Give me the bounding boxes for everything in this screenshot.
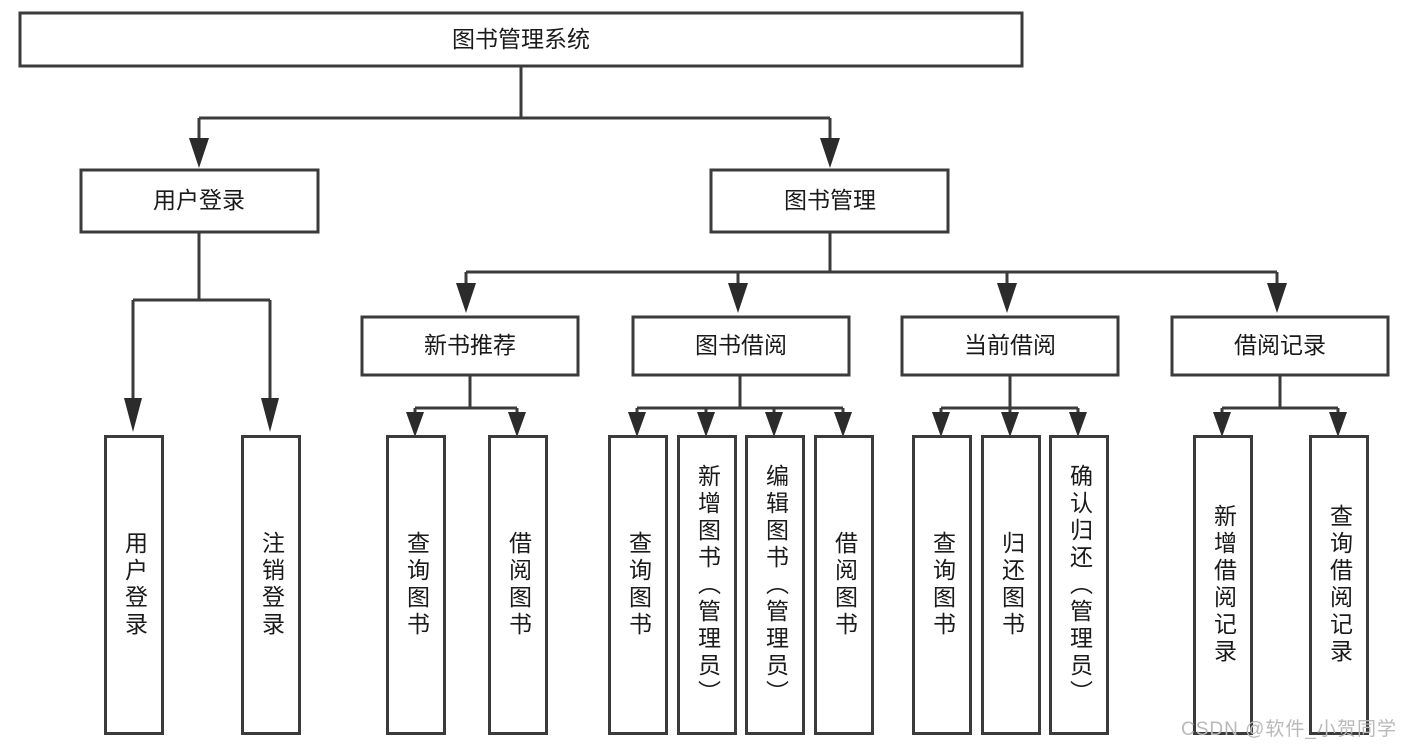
arrowhead-current-borrow <box>997 283 1017 313</box>
arrowhead-bb-edit-book <box>765 412 783 437</box>
node-box-book-borrow[interactable] <box>631 315 851 377</box>
leaf-box-cb-return-book[interactable]: 归还图书 <box>981 435 1041 735</box>
leaf-box-bb-query-book[interactable]: 查询图书 <box>608 435 668 735</box>
node-box-root[interactable] <box>18 11 1024 68</box>
connector-group-user-login <box>124 232 279 432</box>
node-label-current-borrow: 当前借阅 <box>964 332 1056 358</box>
connector-group-book-manage <box>456 232 1287 313</box>
node-label-root: 图书管理系统 <box>452 26 590 52</box>
node-box-borrow-record[interactable] <box>1170 315 1390 377</box>
leaf-label-br-add-record: 新增借阅记录 <box>1210 504 1237 666</box>
leaf-label-nb-borrow-book: 借阅图书 <box>505 531 532 639</box>
connector-group-current-borrow <box>932 375 1087 437</box>
arrowhead-user-login <box>189 138 209 168</box>
leaf-box-user-login[interactable]: 用户登录 <box>104 435 164 735</box>
arrowhead-nb-borrow-book <box>508 412 526 437</box>
arrowhead-br-query-record <box>1329 412 1347 437</box>
leaf-box-nb-borrow-book[interactable]: 借阅图书 <box>488 435 548 735</box>
arrowhead-bb-query-book <box>628 412 646 437</box>
arrowhead-new-book <box>456 283 476 313</box>
leaf-label-bb-add-book: 新增图书（管理员） <box>694 463 721 707</box>
arrowhead-cb-query-book <box>932 412 950 437</box>
arrowhead-bb-add-book <box>697 412 715 437</box>
node-box-current-borrow[interactable] <box>900 315 1120 377</box>
leaf-box-nb-query-book[interactable]: 查询图书 <box>386 435 446 735</box>
connector-group-borrow-record <box>1213 375 1347 437</box>
leaf-box-logout[interactable]: 注销登录 <box>241 435 301 735</box>
node-label-new-book-recommend: 新书推荐 <box>424 332 516 358</box>
node-label-user-login: 用户登录 <box>153 187 245 213</box>
connector-group-root <box>189 66 840 168</box>
leaf-label-nb-query-book: 查询图书 <box>403 531 430 639</box>
leaf-box-cb-query-book[interactable]: 查询图书 <box>912 435 972 735</box>
leaf-label-bb-edit-book: 编辑图书（管理员） <box>762 463 789 707</box>
leaf-label-bb-query-book: 查询图书 <box>625 531 652 639</box>
node-label-borrow-record: 借阅记录 <box>1234 332 1326 358</box>
connector-group-new-book <box>406 375 526 437</box>
node-label-book-manage: 图书管理 <box>784 187 876 213</box>
arrowhead-bb-borrow-book <box>834 412 852 437</box>
arrowhead-borrow-record <box>1267 283 1287 313</box>
node-box-book-manage[interactable] <box>709 168 950 234</box>
leaf-label-cb-query-book: 查询图书 <box>929 531 956 639</box>
arrowhead-book-manage <box>820 138 840 168</box>
node-box-user-login[interactable] <box>79 168 320 234</box>
arrowhead-br-add-record <box>1213 412 1231 437</box>
leaf-box-br-add-record[interactable]: 新增借阅记录 <box>1193 435 1253 735</box>
arrowhead-leaf-logout <box>261 398 279 432</box>
leaf-label-cb-confirm-return: 确认归还（管理员） <box>1066 463 1093 707</box>
leaf-box-bb-edit-book[interactable]: 编辑图书（管理员） <box>745 435 805 735</box>
arrowhead-nb-query-book <box>406 412 424 437</box>
leaf-label-bb-borrow-book: 借阅图书 <box>831 531 858 639</box>
leaf-box-cb-confirm-return[interactable]: 确认归还（管理员） <box>1049 435 1109 735</box>
arrowhead-cb-return-book <box>1001 412 1019 437</box>
leaf-box-br-query-record[interactable]: 查询借阅记录 <box>1309 435 1369 735</box>
leaf-label-cb-return-book: 归还图书 <box>998 531 1025 639</box>
leaf-label-user-login: 用户登录 <box>121 531 148 639</box>
leaf-label-br-query-record: 查询借阅记录 <box>1326 504 1353 666</box>
leaf-box-bb-add-book[interactable]: 新增图书（管理员） <box>677 435 737 735</box>
node-box-new-book-recommend[interactable] <box>360 315 580 377</box>
node-label-book-borrow: 图书借阅 <box>695 332 787 358</box>
leaf-label-logout: 注销登录 <box>258 531 285 639</box>
arrowhead-book-borrow <box>728 283 748 313</box>
arrowhead-cb-confirm-return <box>1069 412 1087 437</box>
arrowhead-leaf-user-login <box>124 398 142 432</box>
leaf-box-bb-borrow-book[interactable]: 借阅图书 <box>814 435 874 735</box>
connector-group-book-borrow <box>628 375 852 437</box>
